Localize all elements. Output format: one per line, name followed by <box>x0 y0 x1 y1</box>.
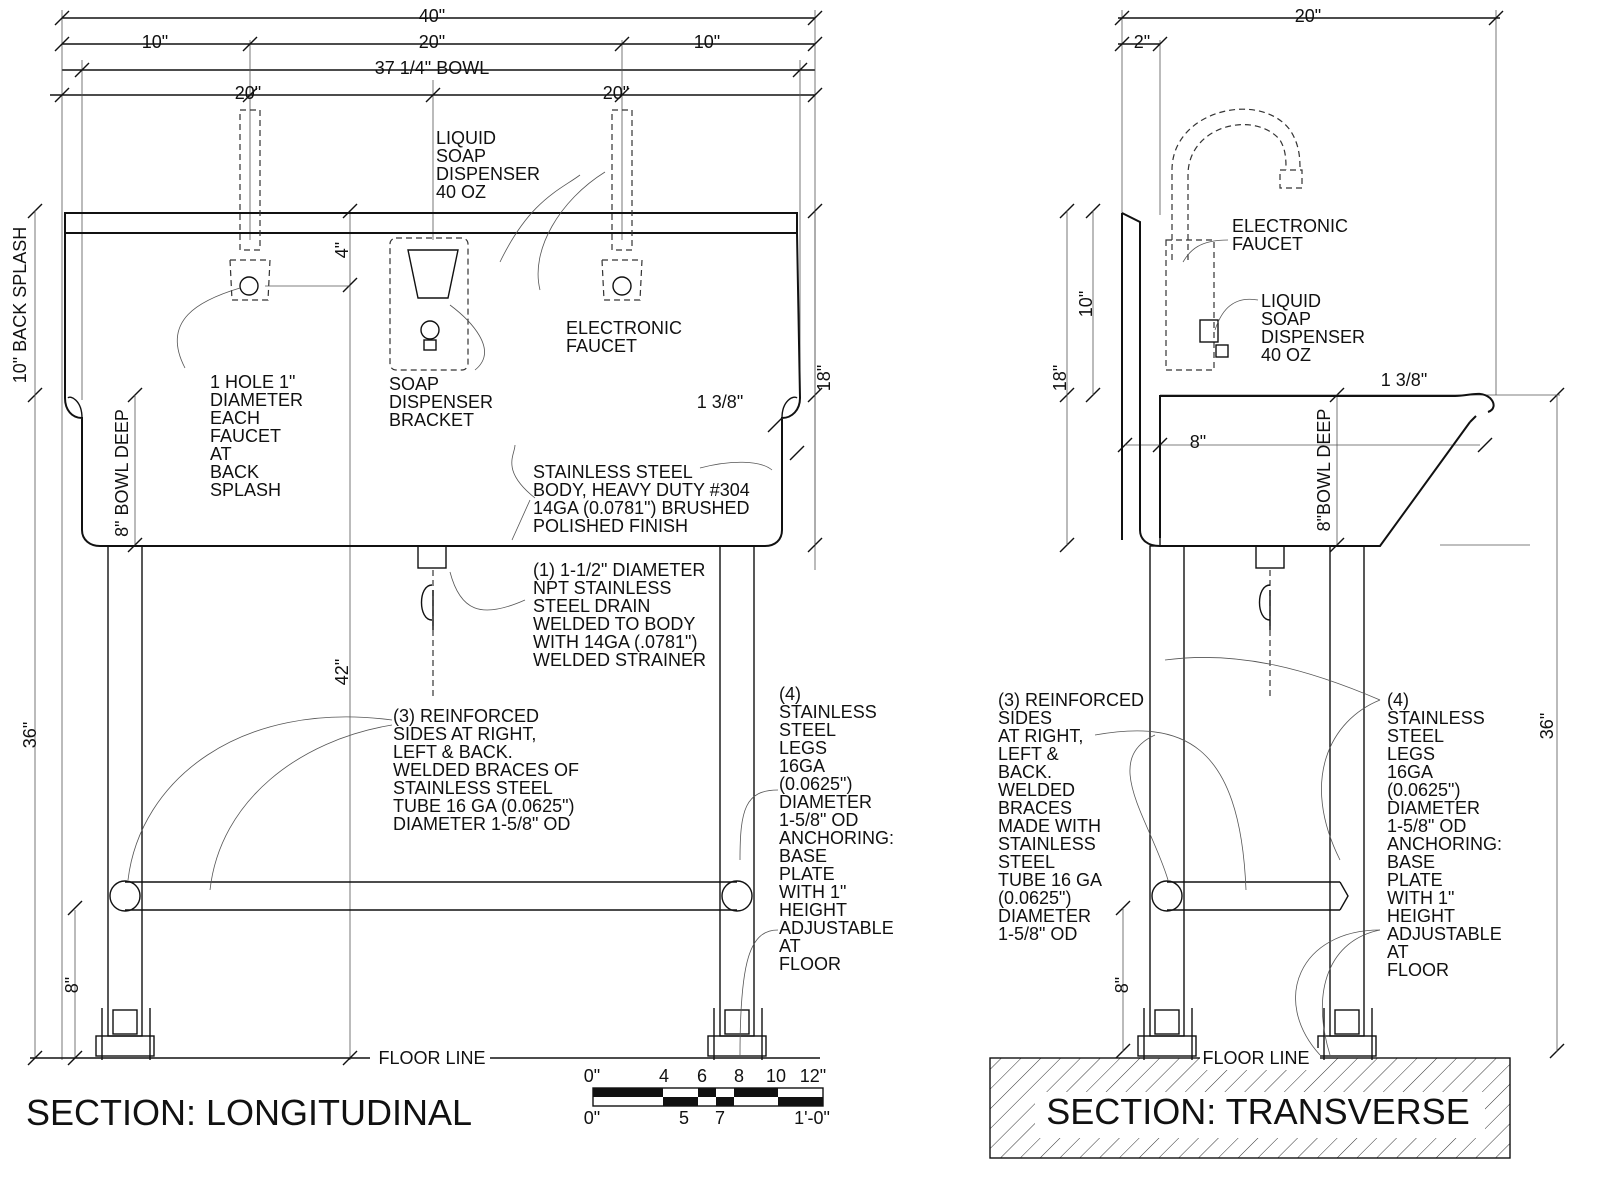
t-dim-lip: 1 3/8" <box>1381 370 1427 390</box>
scale-bottom-0: 0" <box>584 1108 600 1128</box>
t-note-reinforced-sides: (3) REINFORCED SIDES AT RIGHT, LEFT & BA… <box>998 690 1149 944</box>
transverse-labels: 20" 2" 10" 18" 1 3/8" 8" 8"BOWL DEEP 36"… <box>998 6 1557 1132</box>
note-reinforced-sides: (3) REINFORCED SIDES AT RIGHT, LEFT & BA… <box>393 706 584 834</box>
dim-right-10: 10" <box>694 32 720 52</box>
dim-forty-two: 42" <box>332 659 352 685</box>
t-dim-two: 2" <box>1134 32 1150 52</box>
dim-overall-40: 40" <box>419 6 445 26</box>
scale-top-6: 6 <box>697 1066 707 1086</box>
scale-top-8: 8 <box>734 1066 744 1086</box>
title-transverse: SECTION: TRANSVERSE <box>1046 1091 1469 1132</box>
scale-top-0: 0" <box>584 1066 600 1086</box>
t-note-electronic-faucet: ELECTRONIC FAUCET <box>1232 216 1353 254</box>
dim-left-10: 10" <box>142 32 168 52</box>
dim-eight-low: 8" <box>62 977 82 993</box>
note-electronic-faucet: ELECTRONIC FAUCET <box>566 318 687 356</box>
dim-faucet-right: 20" <box>603 83 629 103</box>
note-drain: (1) 1-1/2" DIAMETER NPT STAINLESS STEEL … <box>533 560 710 670</box>
dim-bowl-width: 37 1/4" BOWL <box>375 58 489 78</box>
dim-lip: 1 3/8" <box>697 392 743 412</box>
note-stainless-legs: (4) STAINLESS STEEL LEGS 16GA (0.0625") … <box>779 684 899 974</box>
dim-eighteen: 18" <box>814 365 834 391</box>
scale-bottom-1ft: 1'-0" <box>794 1108 830 1128</box>
title-longitudinal: SECTION: LONGITUDINAL <box>26 1092 472 1133</box>
t-dim-overall-20: 20" <box>1295 6 1321 26</box>
scale-top-10: 10 <box>766 1066 786 1086</box>
transverse-geometry <box>989 10 1565 1159</box>
dim-four: 4" <box>332 242 352 258</box>
t-floor-line-label: FLOOR LINE <box>1202 1048 1309 1068</box>
t-dim-eight-low: 8" <box>1112 977 1132 993</box>
longitudinal-labels: 40" 10" 20" 10" 37 1/4" BOWL 20" 20" 4" … <box>10 6 899 1133</box>
dim-faucet-left: 20" <box>235 83 261 103</box>
dim-thirty-six: 36" <box>20 722 40 748</box>
scale-bottom-7: 7 <box>715 1108 725 1128</box>
note-soap-dispenser: LIQUID SOAP DISPENSER 40 OZ <box>436 128 545 202</box>
dim-bowl-deep: 8" BOWL DEEP <box>112 409 132 537</box>
floor-line-label: FLOOR LINE <box>378 1048 485 1068</box>
t-note-stainless-legs: (4) STAINLESS STEEL LEGS 16GA (0.0625") … <box>1387 690 1507 980</box>
t-dim-ten: 10" <box>1076 291 1096 317</box>
note-dispenser-bracket: SOAP DISPENSER BRACKET <box>389 374 498 430</box>
t-dim-eighteen: 18" <box>1050 365 1070 391</box>
longitudinal-geometry <box>27 10 824 1107</box>
t-dim-thirty-six: 36" <box>1537 713 1557 739</box>
scale-bottom-5: 5 <box>679 1108 689 1128</box>
note-stainless-body: STAINLESS STEEL BODY, HEAVY DUTY #304 14… <box>533 462 755 536</box>
t-note-soap-dispenser: LIQUID SOAP DISPENSER 40 OZ <box>1261 291 1370 365</box>
t-dim-bowl-deep: 8"BOWL DEEP <box>1314 409 1334 532</box>
dim-back-splash: 10" BACK SPLASH <box>10 227 30 383</box>
dim-middle-20: 20" <box>419 32 445 52</box>
scale-top-12: 12" <box>800 1066 826 1086</box>
t-dim-eight: 8" <box>1190 432 1206 452</box>
scale-top-4: 4 <box>659 1066 669 1086</box>
note-faucet-hole: 1 HOLE 1" DIAMETER EACH FAUCET AT BACK S… <box>210 372 308 500</box>
